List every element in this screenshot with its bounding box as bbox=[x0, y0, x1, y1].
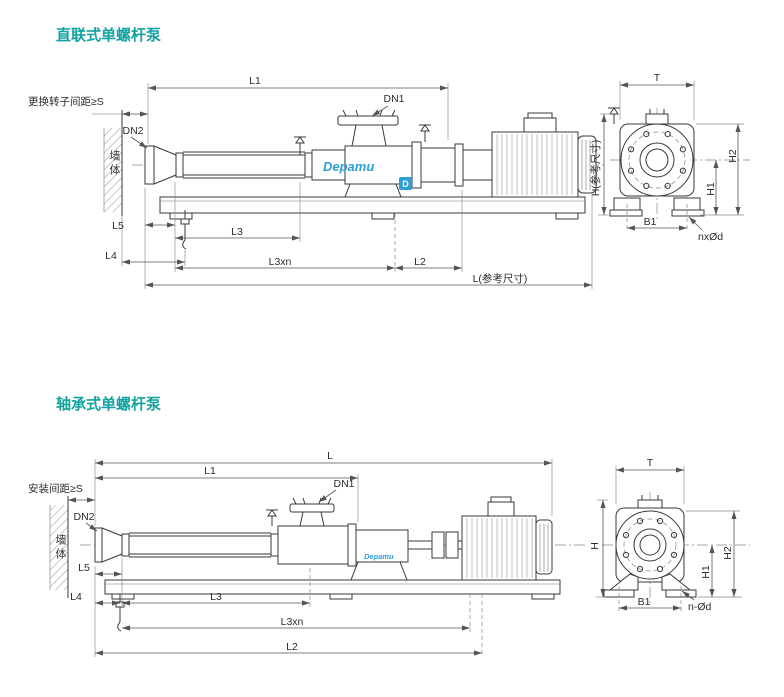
bearing-type-drawing: Depamu bbox=[28, 450, 750, 657]
brand-label: Depamu bbox=[364, 552, 394, 561]
suction-chamber bbox=[277, 525, 349, 565]
dim-label-l2: L2 bbox=[414, 256, 426, 268]
pump-side-view: Depamu bbox=[94, 496, 561, 632]
dim-label-l4: L4 bbox=[70, 591, 82, 603]
outlet-flange bbox=[94, 527, 123, 563]
dim-label-l5: L5 bbox=[78, 562, 90, 574]
foot-bolt-note: nxØd bbox=[698, 231, 723, 243]
dim-label-b1: B1 bbox=[644, 216, 657, 228]
brand-label: Depamu bbox=[323, 159, 374, 174]
dim-label-h1: H1 bbox=[705, 182, 717, 196]
install-clearance-label: 安装间距≥S bbox=[28, 482, 83, 495]
dim-label-h2: H2 bbox=[727, 149, 739, 163]
brand-badge-letter: D bbox=[402, 179, 409, 189]
flange-face bbox=[615, 510, 685, 580]
relief-valve-icon bbox=[608, 107, 620, 124]
dim-label-l5: L5 bbox=[112, 220, 124, 232]
motor bbox=[461, 496, 553, 581]
dim-label-dn1: DN1 bbox=[333, 478, 354, 490]
baseplate bbox=[159, 196, 586, 220]
vent-valve-icon bbox=[419, 124, 431, 142]
pump-side-view: Depamu D bbox=[144, 109, 597, 250]
wall-section bbox=[103, 110, 123, 216]
flange-face bbox=[620, 123, 694, 197]
wall-section bbox=[49, 496, 69, 598]
section-title-direct-coupled: 直联式单螺杆泵 bbox=[56, 27, 162, 44]
flange-bolt-holes bbox=[622, 517, 678, 573]
flange-bolt-holes bbox=[628, 131, 687, 190]
drive-unit bbox=[411, 141, 493, 189]
baseplate bbox=[104, 579, 561, 600]
dim-label-l1: L1 bbox=[249, 75, 261, 87]
dim-label-l3: L3 bbox=[231, 226, 243, 238]
brand-badge: D bbox=[399, 177, 412, 190]
stator-tube bbox=[121, 532, 279, 558]
bearing-pedestal: Depamu bbox=[347, 523, 409, 581]
pump-end-view bbox=[602, 492, 750, 605]
dim-label-b1: B1 bbox=[638, 596, 651, 608]
dim-label-l4: L4 bbox=[105, 250, 117, 262]
dim-label-dn2: DN2 bbox=[73, 511, 94, 523]
shaft-gland bbox=[637, 495, 663, 509]
dim-label-l1: L1 bbox=[204, 465, 216, 477]
dim-label-l3xn: L3xn bbox=[281, 616, 304, 628]
dim-label-l3: L3 bbox=[210, 591, 222, 603]
dim-label-dn1: DN1 bbox=[383, 93, 404, 105]
dim-label-h1: H1 bbox=[700, 565, 712, 579]
dim-label-t: T bbox=[647, 457, 654, 469]
direct-coupled-drawing: Depamu D L1 更换转子间距≥S DN1 DN bbox=[28, 72, 750, 289]
anchor-bolt-icon bbox=[180, 210, 190, 250]
dim-label-l-ref: L(参考尺寸) bbox=[473, 272, 528, 285]
anchor-bolt-icon bbox=[115, 594, 125, 632]
relief-valve-icon bbox=[294, 136, 306, 155]
inlet-flange bbox=[289, 497, 335, 527]
rotor-clearance-label: 更换转子间距≥S bbox=[28, 95, 104, 108]
section-title-bearing-type: 轴承式单螺杆泵 bbox=[56, 396, 162, 413]
dim-label-dn2: DN2 bbox=[122, 125, 143, 137]
inlet-flange bbox=[337, 109, 399, 147]
dim-label-h2: H2 bbox=[722, 546, 734, 560]
pump-end-view bbox=[608, 107, 750, 222]
dim-label-l: L bbox=[327, 450, 333, 462]
stator-tube bbox=[175, 151, 313, 179]
outlet-flange bbox=[144, 145, 177, 185]
dim-label-l3xn: L3xn bbox=[269, 256, 292, 268]
motor bbox=[491, 112, 597, 198]
dim-label-t: T bbox=[654, 72, 661, 84]
dim-label-h: H bbox=[589, 542, 601, 550]
dim-label-l2: L2 bbox=[286, 641, 298, 653]
relief-valve-icon bbox=[266, 509, 278, 526]
side-view-dimensions: L L1 DN1 安装间距≥S DN2 L5 L4 L3 L3xn L2 bbox=[28, 450, 553, 657]
foot-bolt-note: n-Ød bbox=[688, 601, 712, 613]
side-view-dimensions: L1 更换转子间距≥S DN1 DN2 L5 L3 L4 L3xn L2 L(参… bbox=[28, 75, 593, 289]
shaft-and-coupling bbox=[407, 531, 463, 559]
end-view-dimensions: T H H1 H2 B1 n-Ød bbox=[589, 457, 742, 613]
end-view-dimensions: T H(参考尺寸) H1 H2 B1 nxØd bbox=[589, 72, 744, 243]
dim-label-h-ref: H(参考尺寸) bbox=[589, 140, 602, 197]
